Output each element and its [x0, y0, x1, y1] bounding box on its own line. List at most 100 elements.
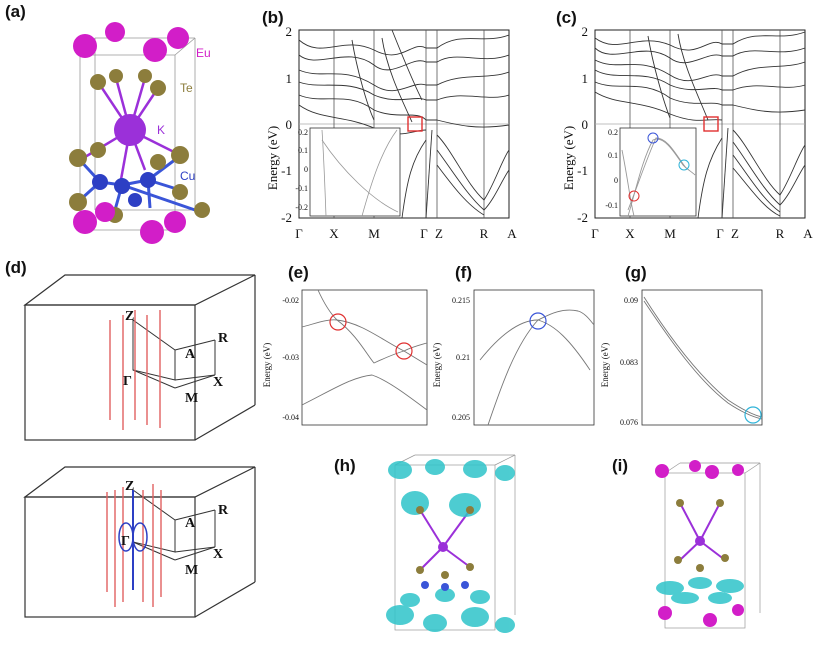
svg-text:Energy (eV): Energy (eV) — [600, 343, 610, 388]
eu-atom — [143, 38, 167, 62]
te-atom — [90, 142, 106, 158]
te-atom — [172, 184, 188, 200]
te-atom — [109, 69, 123, 83]
svg-text:2: 2 — [286, 24, 293, 39]
bz-x-bottom: X — [213, 547, 223, 562]
svg-text:-2: -2 — [577, 210, 588, 225]
te-atom — [150, 80, 166, 96]
eu-atom — [95, 202, 115, 222]
label-cu: Cu — [180, 169, 195, 183]
yticks-b: 2 1 0 -1 -2 — [281, 24, 292, 225]
svg-text:-0.1: -0.1 — [295, 184, 308, 193]
te-atom — [194, 202, 210, 218]
orbital-density-h — [386, 454, 516, 633]
svg-text:Γ: Γ — [591, 226, 599, 241]
svg-text:Γ: Γ — [295, 226, 303, 241]
svg-text:0: 0 — [614, 176, 618, 185]
svg-text:0.205: 0.205 — [452, 413, 470, 422]
crystal-structure-a: Eu Te K Cu — [69, 22, 211, 244]
svg-text:1: 1 — [582, 71, 589, 86]
te-atom — [150, 154, 166, 170]
bz-r-top: R — [218, 331, 229, 346]
eu-atom — [73, 34, 97, 58]
svg-text:-0.02: -0.02 — [282, 296, 299, 305]
te-atom — [69, 193, 87, 211]
brillouin-zone-bottom: Z A R Γ X M — [23, 466, 256, 618]
label-te: Te — [180, 81, 193, 95]
cu-atom — [114, 178, 130, 194]
svg-text:A: A — [803, 226, 813, 241]
panel-label-b: (b) — [262, 8, 284, 27]
bz-m-bottom: M — [185, 563, 198, 578]
panel-label-c: (c) — [556, 8, 577, 27]
panel-label-f: (f) — [455, 263, 472, 282]
svg-text:-0.03: -0.03 — [282, 353, 299, 362]
brillouin-zone-top: Z A R Γ X M — [23, 274, 256, 441]
label-eu: Eu — [196, 46, 211, 60]
svg-text:Z: Z — [731, 226, 739, 241]
label-k: K — [157, 123, 165, 137]
band-structure-b: Energy (eV) 2 1 0 -1 -2 0.2 0.1 0 -0.1 -… — [265, 24, 517, 241]
panel-label-h: (h) — [334, 456, 356, 475]
svg-text:1: 1 — [286, 71, 293, 86]
panel-label-e: (e) — [288, 263, 309, 282]
inset-b — [309, 127, 401, 217]
inset-c-yticks: 0.2 0.1 0 -0.1 — [605, 128, 618, 210]
svg-text:-1: -1 — [281, 163, 292, 178]
svg-text:-0.04: -0.04 — [282, 413, 299, 422]
svg-text:Γ: Γ — [420, 226, 428, 241]
k-atom — [114, 114, 146, 146]
yticks-c: 2 1 0 -1 -2 — [577, 24, 588, 225]
eu-atom — [167, 27, 189, 49]
zoom-plot-e: Energy (eV) -0.02 -0.03 -0.04 — [262, 289, 428, 426]
bz-z-bottom: Z — [125, 479, 134, 494]
svg-text:Energy (eV): Energy (eV) — [262, 343, 272, 388]
svg-text:0.2: 0.2 — [608, 128, 618, 137]
xticks-b: Γ X M Γ Z R A — [295, 226, 517, 241]
svg-text:-0.2: -0.2 — [295, 203, 308, 212]
svg-text:-2: -2 — [281, 210, 292, 225]
panel-label-i: (i) — [612, 456, 629, 475]
svg-text:M: M — [664, 226, 676, 241]
cu-atom — [92, 174, 108, 190]
eu-atom — [73, 210, 97, 234]
cu-atom — [128, 193, 142, 207]
bz-z-top: Z — [125, 309, 134, 324]
ylabel-b: Energy (eV) — [265, 126, 280, 190]
eu-atom — [164, 211, 186, 233]
svg-text:Z: Z — [435, 226, 443, 241]
svg-text:0.09: 0.09 — [624, 296, 638, 305]
orbital-density-i — [655, 460, 761, 629]
svg-text:0.083: 0.083 — [620, 358, 638, 367]
band-structure-c: Energy (eV) 2 1 0 -1 -2 0.2 0.1 0 -0.1 — [561, 24, 813, 241]
svg-text:Γ: Γ — [716, 226, 724, 241]
svg-text:0.21: 0.21 — [456, 353, 470, 362]
te-atom — [90, 74, 106, 90]
cu-atom — [140, 172, 156, 188]
svg-text:R: R — [480, 226, 489, 241]
svg-text:Energy (eV): Energy (eV) — [432, 343, 442, 388]
bz-a-top: A — [185, 347, 196, 362]
svg-text:-1: -1 — [577, 163, 588, 178]
te-atom — [69, 149, 87, 167]
svg-text:A: A — [507, 226, 517, 241]
svg-text:-0.1: -0.1 — [605, 201, 618, 210]
bz-gamma-top: Γ — [123, 374, 132, 389]
xticks-c: Γ X M Γ Z R A — [591, 226, 813, 241]
svg-text:0.2: 0.2 — [298, 128, 308, 137]
svg-text:2: 2 — [582, 24, 589, 39]
svg-text:0.076: 0.076 — [620, 418, 638, 427]
svg-text:0.1: 0.1 — [608, 151, 618, 160]
bz-a-bottom: A — [185, 516, 196, 531]
zoom-plot-g: Energy (eV) 0.09 0.083 0.076 — [600, 289, 763, 427]
svg-text:X: X — [329, 226, 339, 241]
bz-x-top: X — [213, 375, 223, 390]
bz-r-bottom: R — [218, 503, 229, 518]
bz-gamma-bottom: Γ — [121, 534, 130, 549]
svg-text:0.215: 0.215 — [452, 296, 470, 305]
panel-label-a: (a) — [5, 2, 26, 21]
bz-m-top: M — [185, 391, 198, 406]
svg-text:R: R — [776, 226, 785, 241]
te-atom — [138, 69, 152, 83]
svg-text:0.1: 0.1 — [298, 146, 308, 155]
